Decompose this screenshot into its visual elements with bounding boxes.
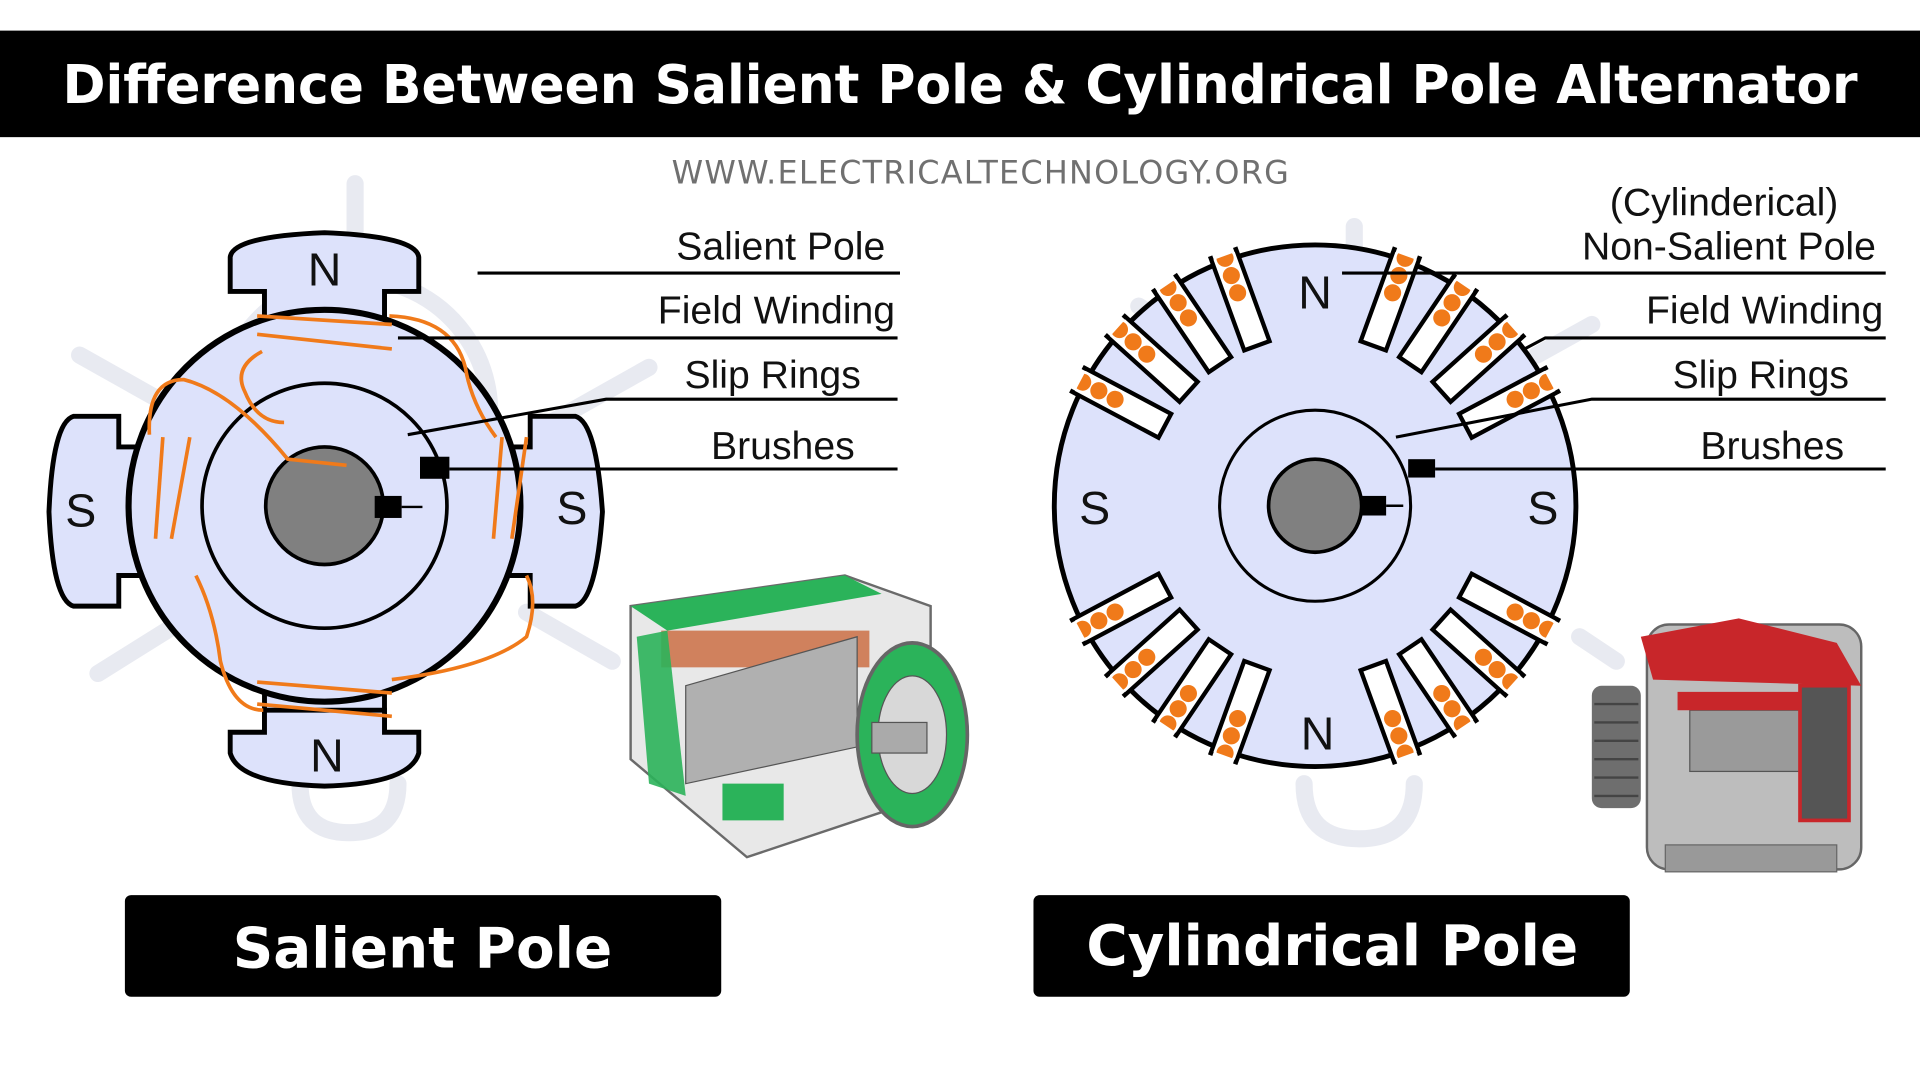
pole-label-top: N — [1298, 267, 1332, 319]
conductor — [1090, 382, 1108, 400]
conductor — [1090, 612, 1108, 630]
conductor — [1506, 390, 1524, 408]
cylindrical-alternator-photo — [1591, 618, 1863, 873]
conductor — [1138, 345, 1156, 363]
rotor-slot — [1456, 365, 1564, 441]
conductor — [1474, 345, 1493, 363]
conductor — [1474, 648, 1493, 666]
label-brushes: Brushes — [711, 425, 855, 468]
footer-label-cylindrical: Cylindrical Pole — [1033, 895, 1630, 997]
conductor — [1124, 661, 1142, 679]
label-salient-pole: Salient Pole — [676, 226, 885, 269]
label-slip-rings: Slip Rings — [684, 354, 860, 397]
footer-cylindrical-text: Cylindrical Pole — [1086, 914, 1578, 979]
website-watermark: WWW.ELECTRICALTECHNOLOGY.ORG — [672, 154, 1290, 192]
conductor — [1488, 333, 1506, 351]
pole-label-bottom: N — [1301, 707, 1335, 759]
pole-label-right: S — [556, 482, 587, 534]
footer-salient-text: Salient Pole — [233, 916, 612, 981]
conductor — [1179, 684, 1197, 703]
label-slip-rings: Slip Rings — [1673, 354, 1849, 397]
conductor — [1384, 284, 1402, 302]
rotor-slot — [1102, 606, 1201, 699]
page-title: Difference Between Salient Pole & Cylind… — [62, 53, 1858, 116]
conductor — [1488, 661, 1506, 679]
pole-label-right: S — [1527, 482, 1558, 534]
conductor — [1106, 390, 1124, 408]
footer-label-salient: Salient Pole — [124, 895, 722, 997]
pole-shoe-bottom — [227, 707, 422, 789]
salient-leader-lines — [397, 271, 900, 471]
cylindrical-leader-lines — [1342, 271, 1886, 471]
rotor-slot — [1429, 313, 1528, 405]
rotor-slot — [1207, 658, 1273, 769]
pole-shoe-right — [499, 413, 605, 609]
label-field-winding: Field Winding — [1646, 289, 1883, 332]
conductor — [1522, 612, 1540, 630]
brush-inner — [374, 495, 402, 518]
pole-label-left: S — [65, 485, 96, 537]
rotor-slot — [1102, 313, 1201, 405]
header-background — [0, 30, 1920, 138]
conductor — [1179, 309, 1197, 327]
conductor — [1169, 294, 1187, 312]
conductor — [1106, 603, 1124, 621]
conductor — [1522, 382, 1540, 400]
pole-label-bottom: N — [310, 729, 344, 781]
brush-outer — [1408, 459, 1436, 478]
rotor-slot — [1396, 271, 1480, 376]
rotor-slot — [1066, 570, 1175, 647]
conductor — [1384, 710, 1402, 728]
brush-outer — [420, 456, 450, 479]
salient-pole-diagram: N N S S Salient Pole Field Winding Slip … — [46, 226, 900, 789]
conductor — [1138, 648, 1156, 666]
rotor-slot — [1066, 365, 1175, 441]
rotor-slot — [1207, 243, 1273, 354]
header-bar: Difference Between Salient Pole & Cylind… — [0, 30, 1920, 138]
cylindrical-pole-diagram: N N S S (Cylinderical) Non-Salient Pole … — [1051, 182, 1886, 769]
label-non-salient-pole: Non-Salient Pole — [1582, 226, 1876, 269]
conductor — [1433, 684, 1451, 703]
rotor-slot — [1357, 658, 1423, 769]
conductor — [1443, 294, 1461, 312]
rotor-slot — [1456, 570, 1564, 647]
salient-alternator-photo — [629, 574, 970, 859]
pole-label-top: N — [308, 243, 342, 295]
conductor — [1390, 727, 1408, 745]
pole-shoe-left — [46, 413, 150, 609]
rotor-slot — [1151, 271, 1235, 376]
shaft — [1266, 457, 1364, 555]
conductor — [1443, 700, 1461, 718]
label-field-winding: Field Winding — [658, 289, 895, 332]
rotor-slot — [1429, 606, 1528, 699]
conductor — [1390, 267, 1408, 285]
conductor — [1222, 267, 1240, 285]
conductor — [1506, 603, 1524, 621]
pole-label-left: S — [1079, 482, 1110, 534]
rotor-slot — [1396, 636, 1480, 741]
conductor — [1229, 710, 1247, 728]
conductor — [1222, 727, 1240, 745]
rotor-slots — [1066, 243, 1564, 769]
conductor — [1124, 333, 1142, 351]
conductor — [1169, 700, 1187, 718]
rotor-slot — [1151, 636, 1235, 741]
conductor — [1433, 309, 1451, 327]
label-brushes: Brushes — [1700, 425, 1844, 468]
label-cylindrical-title: (Cylinderical) — [1610, 182, 1839, 225]
field-winding-coils — [147, 314, 535, 719]
conductor — [1229, 284, 1247, 302]
brush-inner — [1361, 495, 1387, 516]
pole-shoe-top — [227, 230, 422, 321]
